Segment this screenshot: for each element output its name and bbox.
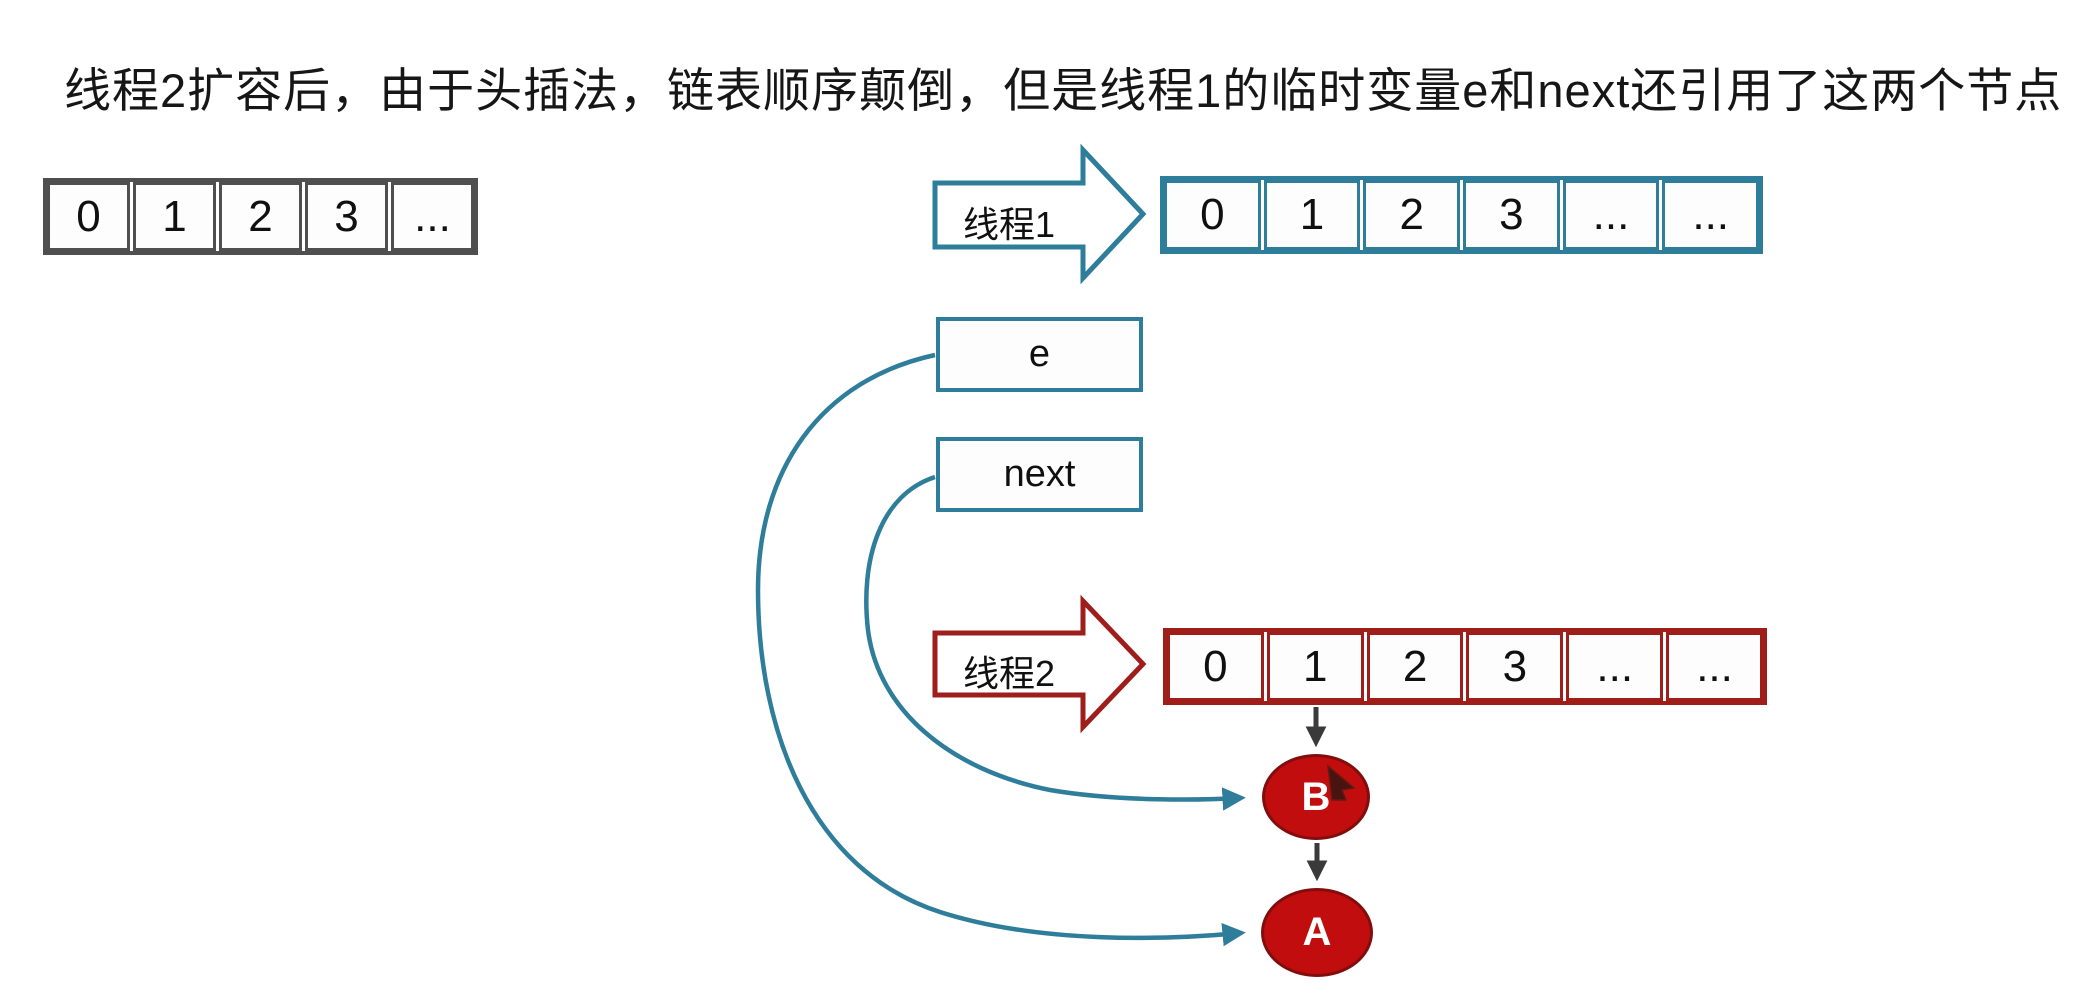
array-cell: 2 (219, 182, 302, 251)
node-a-label: A (1302, 910, 1332, 954)
pointer-e-to-a-curve (755, 352, 1246, 947)
node-a: A (1261, 888, 1373, 977)
array-cell: 1 (1266, 632, 1364, 701)
thread1-label: 线程1 (962, 204, 1056, 245)
thread1-hash-table: 0 1 2 3 ... ... (1160, 176, 1763, 254)
node-b-label: B (1301, 774, 1331, 819)
thread2-label: 线程2 (962, 653, 1056, 694)
pointer-next-box: next (936, 437, 1143, 512)
array-cell: 1 (1263, 180, 1361, 250)
pointer-e-box: e (936, 317, 1143, 392)
pointer-e-label: e (1028, 333, 1051, 375)
array-cell: ... (391, 182, 474, 251)
array-cell: 3 (305, 182, 388, 251)
thread2-hash-table: 0 1 2 3 ... ... (1163, 628, 1767, 705)
array-cell: ... (1566, 632, 1664, 701)
node-b: B (1262, 754, 1370, 840)
pointer-next-label: next (1003, 453, 1076, 495)
thread2-arrow (932, 594, 1147, 734)
array-cell: ... (1562, 180, 1660, 250)
array-cell: 1 (133, 182, 216, 251)
array-cell: ... (1666, 632, 1763, 701)
page-title: 线程2扩容后，由于头插法，链表顺序颠倒，但是线程1的临时变量e和next还引用了… (64, 64, 2063, 117)
thread1-arrow (932, 143, 1147, 285)
array-cell: 0 (1167, 632, 1264, 701)
array-cell: 0 (47, 182, 130, 251)
pointer-next-to-b-curve (864, 474, 1246, 811)
array-cell: ... (1662, 180, 1760, 250)
old-hash-table: 0 1 2 3 ... (43, 178, 478, 255)
array-cell: 2 (1363, 180, 1461, 250)
array-cell: 2 (1366, 632, 1464, 701)
array-cell: 0 (1164, 180, 1261, 250)
array-cell: 3 (1463, 180, 1560, 250)
array-cell: 3 (1466, 632, 1564, 701)
